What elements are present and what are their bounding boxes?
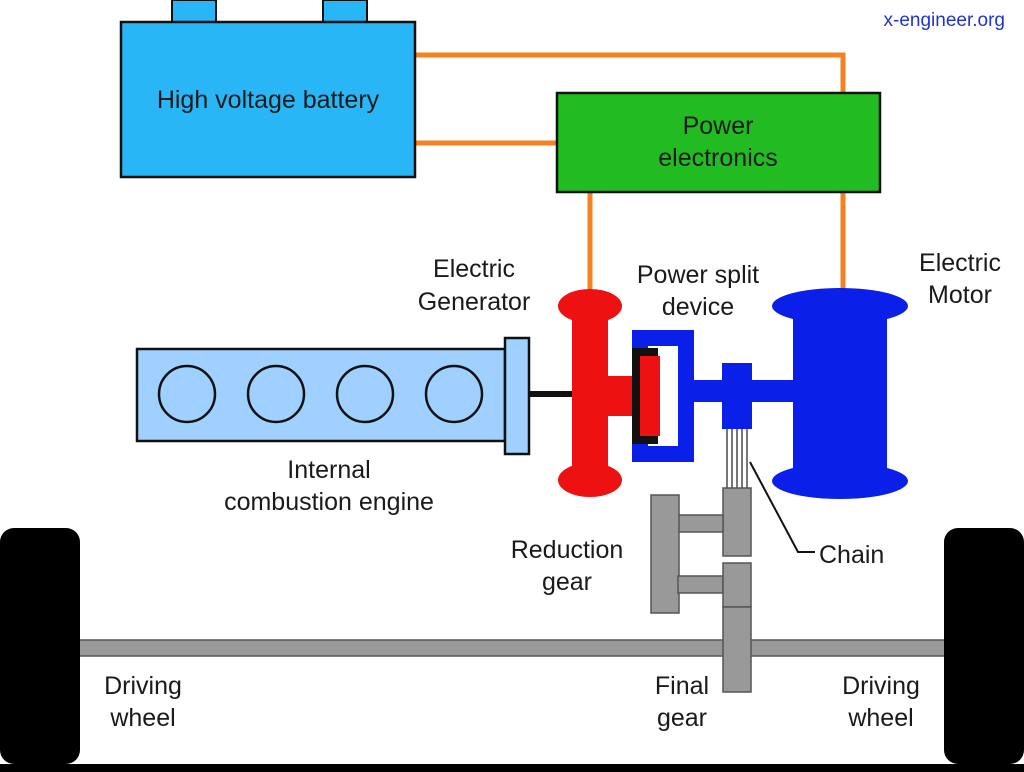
motor-label-line1: Electric [919,249,1001,277]
engine-label-line1: Internal [287,456,370,484]
left-wheel-label-line2: wheel [109,704,175,732]
left-driving-wheel [0,528,80,764]
reduction-gear-label-line2: gear [542,568,592,596]
engine-cylinder [157,364,217,424]
power-split-label-line1: Power split [637,261,759,289]
power-split-device [632,330,796,462]
engine-label-line2: combustion engine [224,488,434,516]
chain [726,429,748,490]
power-split-label-line2: device [662,293,734,321]
wheel-axle [77,639,949,657]
left-wheel-label-line1: Driving [104,672,182,700]
engine-cylinder [335,364,395,424]
battery-terminal-right [322,0,368,23]
power-electronics-label-line1: Power [683,112,754,140]
internal-combustion-engine [135,336,531,456]
power-electronics [555,91,882,194]
bottom-border [0,764,1024,772]
high-voltage-wiring [415,52,846,296]
generator-label-line1: Electric [433,255,515,283]
right-driving-wheel [944,528,1024,764]
power-electronics-label-line2: electronics [658,144,778,172]
battery-label: High voltage battery [157,86,380,114]
motor-label-line2: Motor [928,281,992,309]
electric-motor [772,288,908,499]
source-credit: x-engineer.org [884,10,1005,31]
right-wheel-label-line2: wheel [847,704,913,732]
final-gear [722,606,752,693]
engine-flywheel [503,336,531,456]
reduction-gear-label-line1: Reduction [511,536,624,564]
final-gear-label-line2: gear [657,704,707,732]
chain-leader-line [749,461,815,553]
right-wheel-label-line1: Driving [842,672,920,700]
reduction-gear [650,487,752,614]
high-voltage-battery [119,20,417,179]
generator-label-line2: Generator [418,288,531,316]
final-gear-label-line1: Final [655,672,709,700]
battery-terminal-left [171,0,217,23]
chain-label: Chain [819,541,884,569]
engine-cylinder [246,364,306,424]
engine-cylinder [424,364,484,424]
